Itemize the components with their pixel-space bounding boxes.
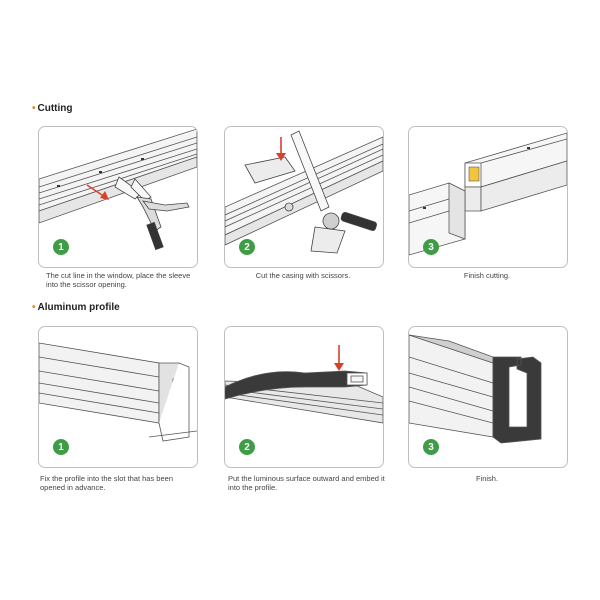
profile-step-3-illustration xyxy=(409,334,542,444)
step-number-badge: 2 xyxy=(239,439,255,455)
profile-step-1-illustration xyxy=(39,342,197,442)
profile-step-2-illustration xyxy=(225,345,383,424)
cutting-step-1-caption: The cut line in the window, place the sl… xyxy=(46,271,191,289)
bullet-dot-icon: • xyxy=(32,103,36,114)
cutting-step-1-illustration xyxy=(39,128,197,251)
profile-step-2-panel: 2 xyxy=(224,326,384,468)
cutting-step-2-illustration xyxy=(225,130,383,254)
section-title-text: Aluminum profile xyxy=(37,302,120,313)
cutting-step-3-panel: 3 xyxy=(408,126,568,268)
section-title-cutting: • Cutting xyxy=(32,103,73,114)
cutting-step-3-caption: Finish cutting. xyxy=(463,271,511,280)
cutting-step-1-panel: 1 xyxy=(38,126,198,268)
profile-step-3-panel: 3 xyxy=(408,326,568,468)
step-number-badge: 3 xyxy=(423,239,439,255)
profile-step-1-panel: 1 xyxy=(38,326,198,468)
section-title-aluminum-profile: • Aluminum profile xyxy=(32,302,120,313)
profile-step-3-caption: Finish. xyxy=(475,474,499,483)
step-number-badge: 3 xyxy=(423,439,439,455)
profile-step-2-caption: Put the luminous surface outward and emb… xyxy=(228,474,385,492)
cutting-step-3-illustration xyxy=(409,132,567,256)
step-number-badge: 2 xyxy=(239,239,255,255)
cutting-step-2-panel: 2 xyxy=(224,126,384,268)
profile-step-1-caption: Fix the profile into the slot that has b… xyxy=(40,474,173,492)
step-number-badge: 1 xyxy=(53,439,69,455)
step-number-badge: 1 xyxy=(53,239,69,255)
section-title-text: Cutting xyxy=(37,103,73,114)
cutting-step-2-caption: Cut the casing with scissors. xyxy=(255,271,351,280)
bullet-dot-icon: • xyxy=(32,302,36,313)
